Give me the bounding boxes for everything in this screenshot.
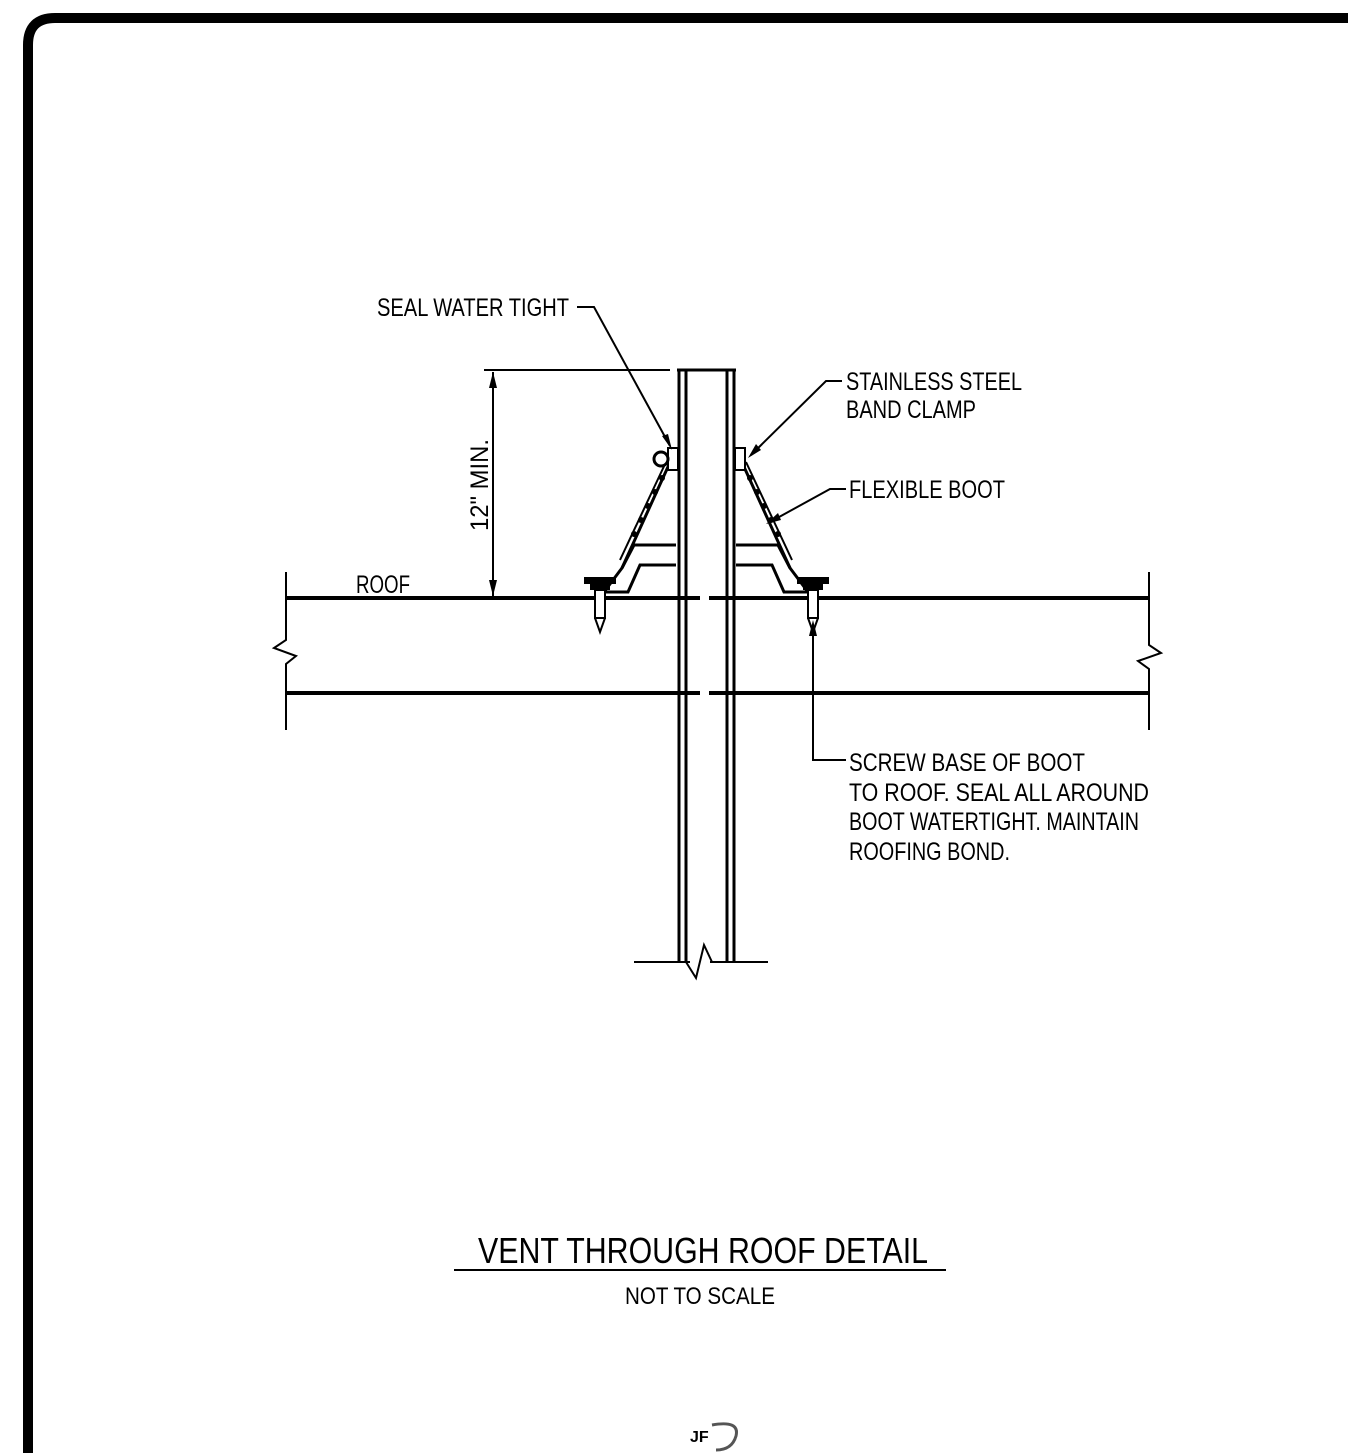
- label-screw-line-2: TO ROOF. SEAL ALL AROUND: [849, 779, 1149, 807]
- detail-scale: NOT TO SCALE: [625, 1283, 775, 1310]
- leader-lines: [577, 306, 846, 761]
- label-seal-water-tight: SEAL WATER TIGHT: [377, 294, 569, 322]
- label-screw-line-3: BOOT WATERTIGHT. MAINTAIN: [849, 808, 1139, 836]
- label-roof: ROOF: [356, 571, 410, 599]
- label-min-height: 12" MIN.: [466, 439, 494, 531]
- label-screw-line-4: ROOFING BOND.: [849, 838, 1010, 866]
- label-screw-line-1: SCREW BASE OF BOOT: [849, 749, 1085, 777]
- label-flexible-boot: FLEXIBLE BOOT: [849, 476, 1005, 504]
- jf-logo: JF: [690, 1422, 738, 1452]
- roof-deck: [271, 572, 1164, 730]
- label-band-clamp: BAND CLAMP: [846, 396, 976, 424]
- sheet-border: [23, 13, 1348, 1453]
- dimension-min-height: [484, 369, 670, 596]
- band-clamp: [652, 447, 746, 471]
- svg-text:JF: JF: [690, 1429, 709, 1446]
- label-stainless-steel: STAINLESS STEEL: [846, 368, 1022, 396]
- detail-title: VENT THROUGH ROOF DETAIL: [478, 1230, 928, 1271]
- flexible-boot: [601, 457, 811, 594]
- boot-screws: [584, 577, 829, 635]
